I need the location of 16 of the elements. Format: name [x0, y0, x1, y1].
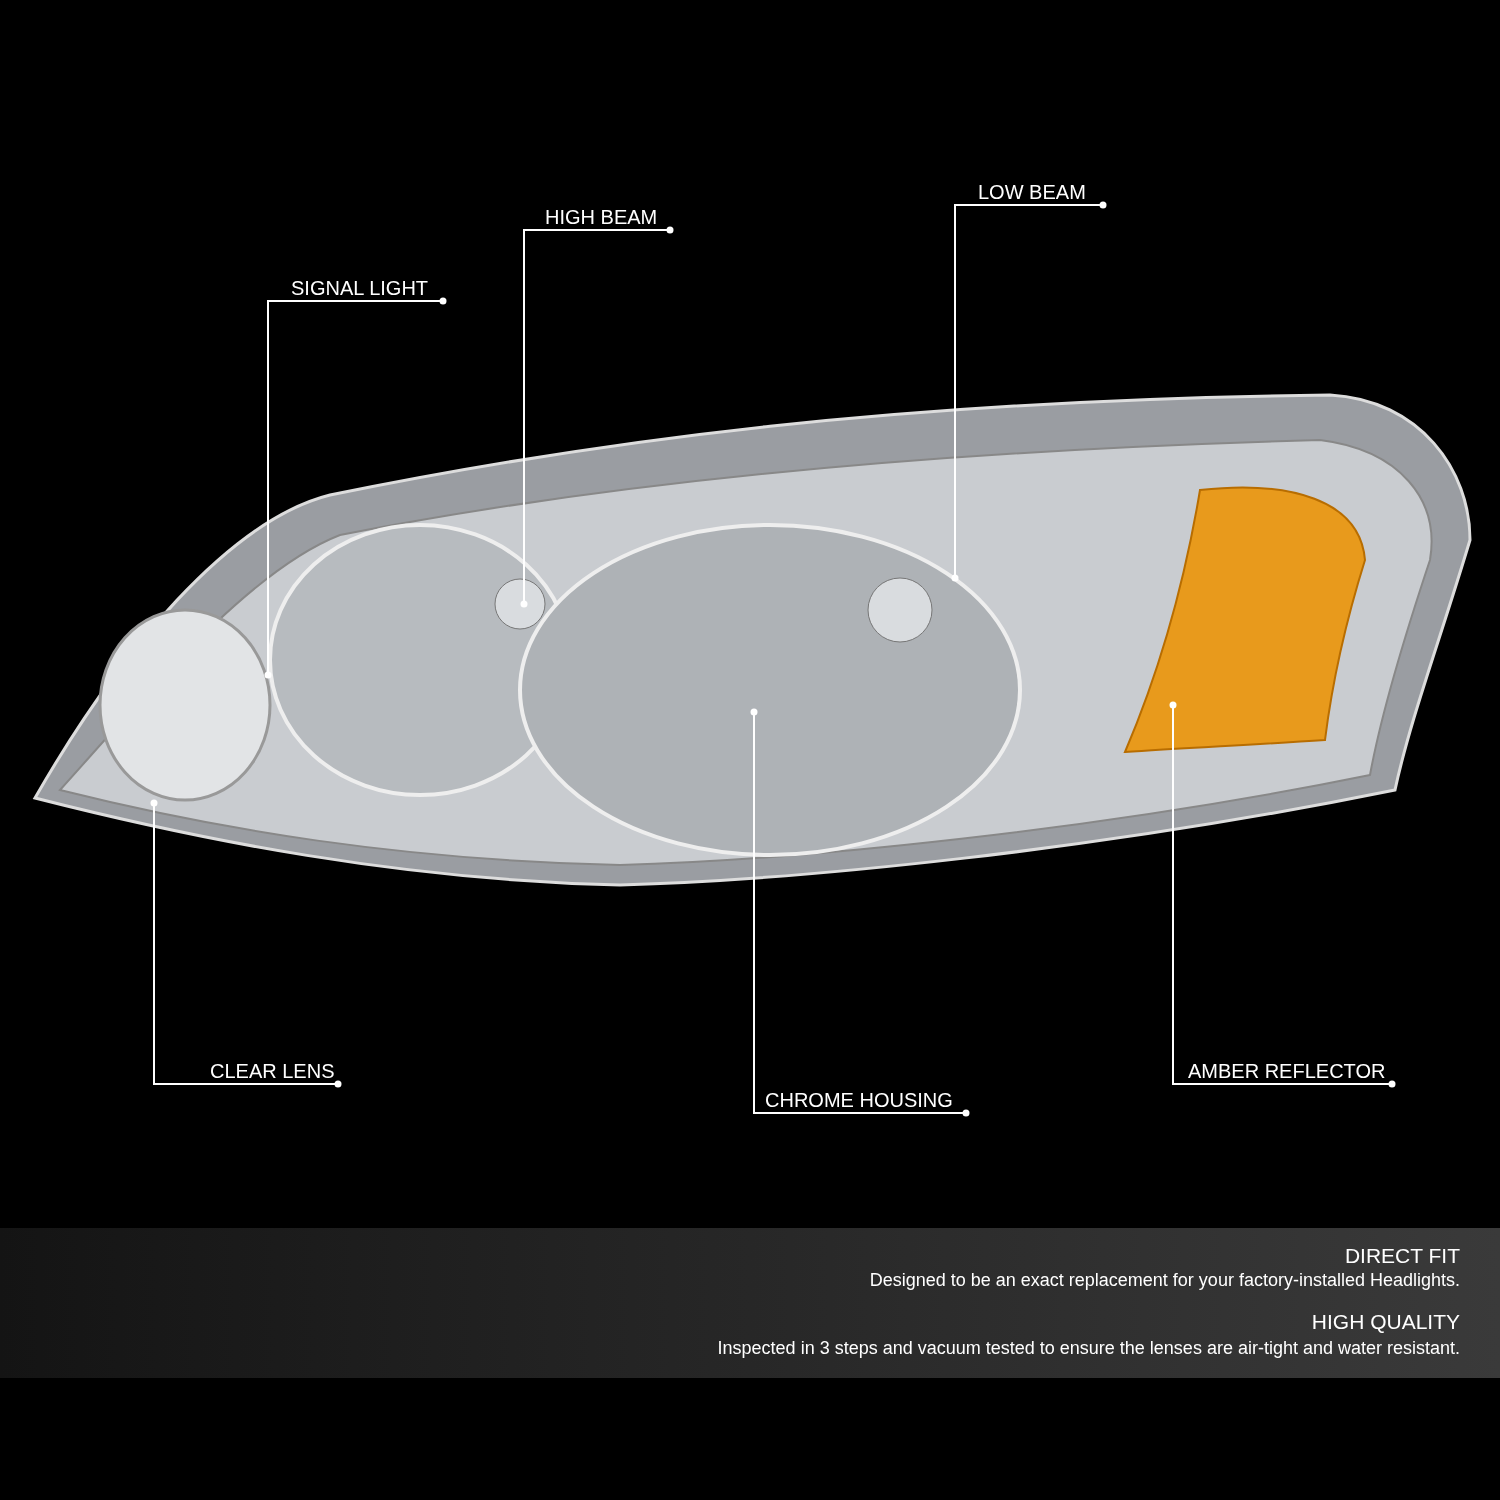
callout-label: CHROME HOUSING — [765, 1088, 953, 1112]
leader-line — [520, 226, 674, 608]
feature-heading: HIGH QUALITY — [1311, 1310, 1460, 1334]
callout-label: SIGNAL LIGHT — [291, 276, 429, 300]
callout-label: LOW BEAM — [978, 180, 1086, 204]
callout-label: CLEAR LENS — [210, 1059, 335, 1083]
callout-label: AMBER REFLECTOR — [1188, 1059, 1386, 1083]
feature-description: Inspected in 3 steps and vacuum tested to ensure the lenses are air-tight and water resistant. — [717, 1338, 1460, 1359]
feature-description: Designed to be an exact replacement for your factory-installed Headlights. — [869, 1270, 1460, 1291]
leader-line — [264, 297, 447, 679]
leader-line — [1169, 701, 1396, 1088]
callout-label: HIGH BEAM — [545, 205, 658, 229]
leader-line — [750, 708, 970, 1117]
leader-line — [951, 201, 1107, 582]
feature-heading: DIRECT FIT — [1344, 1244, 1460, 1268]
leader-line — [150, 799, 342, 1088]
